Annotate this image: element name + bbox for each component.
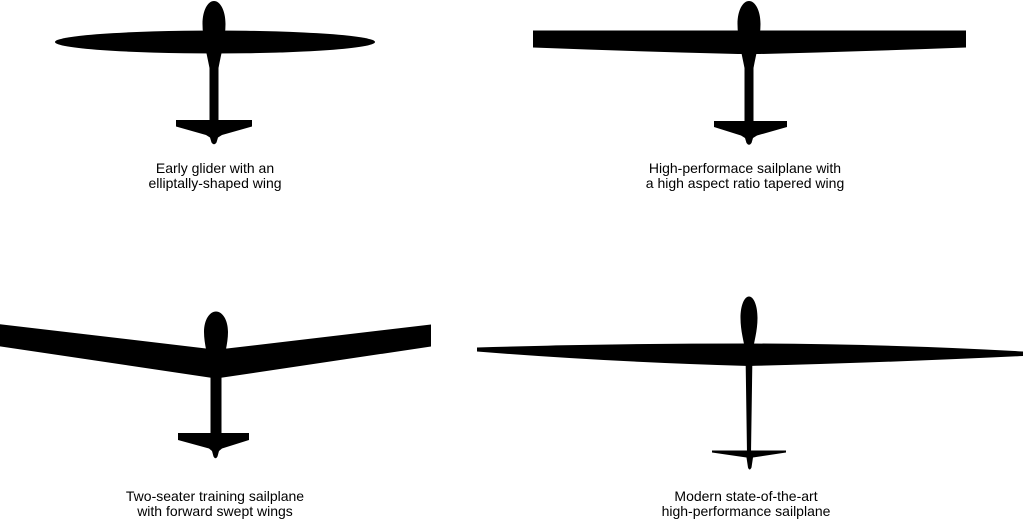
caption-line: Two-seater training sailplane <box>125 488 305 504</box>
glider-tapered-wing-icon <box>533 1 966 145</box>
fuselage <box>740 296 758 453</box>
caption-line: with forward swept wings <box>137 503 293 519</box>
tailplane <box>712 450 786 470</box>
tailplane <box>714 121 787 145</box>
glider-forward-swept-wing-icon <box>0 311 431 459</box>
caption-modern-sailplane: Modern state-of-the-art high-performance… <box>662 489 831 519</box>
caption-high-aspect-sailplane: High-performace sailplane with a high as… <box>646 161 844 191</box>
caption-two-seater-trainer: Two-seater training sailplane with forwa… <box>126 489 304 519</box>
caption-early-glider: Early glider with an elliptally-shaped w… <box>148 161 281 191</box>
caption-line: elliptally-shaped wing <box>148 175 282 191</box>
fuselage <box>204 311 228 435</box>
caption-line: Early glider with an <box>155 160 275 176</box>
glider-elliptical-wing-icon <box>55 1 375 145</box>
fuselage <box>202 1 226 122</box>
fuselage <box>737 1 761 123</box>
caption-line: Modern state-of-the-art <box>674 488 818 504</box>
tailplane <box>176 120 252 145</box>
glider-slender-wing-icon <box>477 296 1023 470</box>
tailplane <box>178 433 249 459</box>
caption-line: High-performace sailplane with <box>648 160 842 176</box>
caption-line: a high aspect ratio tapered wing <box>645 175 845 191</box>
caption-line: high-performance sailplane <box>661 503 831 519</box>
